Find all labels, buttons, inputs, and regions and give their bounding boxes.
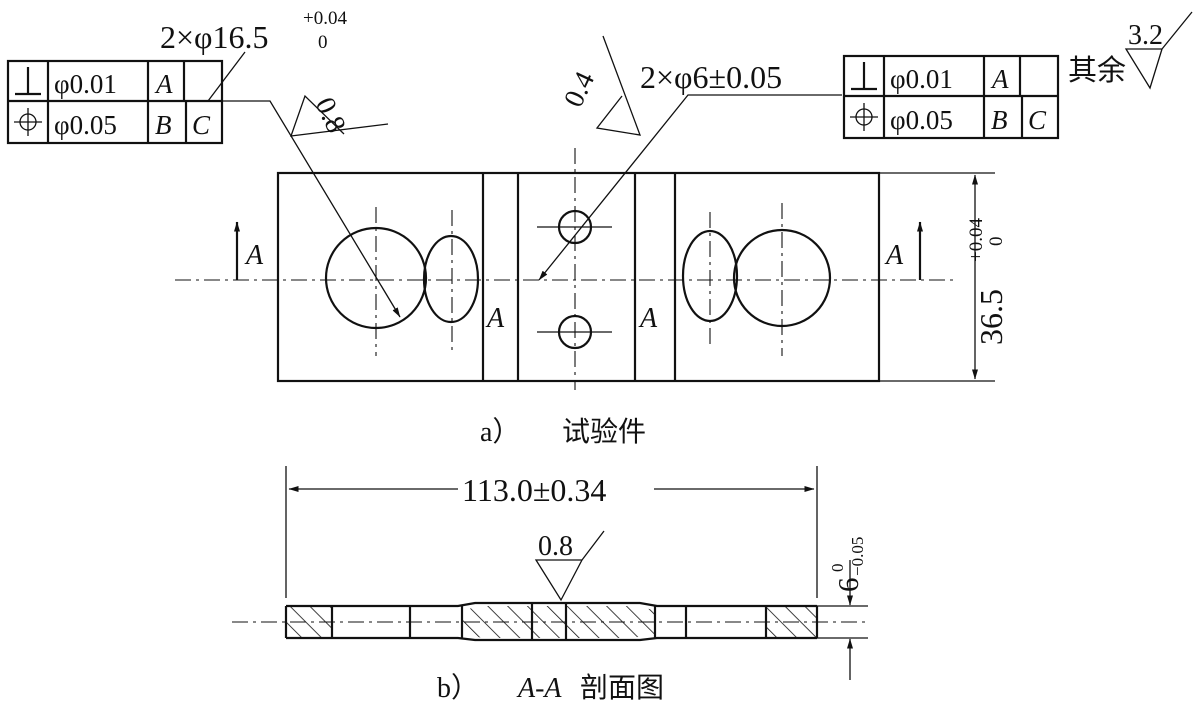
roughness-other-value: 3.2	[1128, 20, 1163, 51]
part-plan-view	[175, 148, 955, 390]
perpendicularity-icon	[851, 62, 877, 91]
section-mark-left: A	[234, 221, 264, 280]
length-dimension-text: 113.0±0.34	[462, 472, 606, 508]
roughness-symbol-section: 0.8	[534, 530, 605, 602]
caption-b-section: A-A	[516, 673, 562, 704]
perpendicularity-icon	[15, 67, 41, 96]
roughness-middle-value: 0.4	[558, 67, 601, 112]
height-dimension-base: 36.5	[973, 289, 1009, 345]
position-icon	[850, 103, 878, 131]
caption-b-prefix: b）	[437, 672, 479, 704]
height-dimension: 36.5 +0.04 0	[879, 172, 1009, 382]
gdt-right-row2-tolerance: φ0.05	[890, 105, 953, 135]
gdt-left-row2-datum-b: B	[155, 110, 172, 140]
oval-recess-left	[422, 234, 480, 324]
caption-a-title: 试验件	[562, 415, 646, 448]
gdt-frame-left: φ0.01 A φ0.05 B C	[6, 59, 224, 145]
gdt-frame-right: φ0.01 A φ0.05 B C	[842, 54, 1060, 140]
hole-small-leader	[538, 94, 842, 281]
thickness-dimension: 6 0 −0.05	[817, 537, 868, 680]
roughness-symbol-middle: 0.4	[558, 35, 642, 136]
roughness-other-label: 其余	[1068, 53, 1126, 87]
caption-a-prefix: a）	[480, 416, 520, 448]
thickness-dimension-lower: −0.05	[848, 537, 867, 576]
roughness-section-value: 0.8	[538, 531, 573, 562]
gdt-right-row1-tolerance: φ0.01	[890, 64, 953, 94]
section-letter-left: A	[244, 240, 264, 271]
thickness-dimension-base: 6	[833, 578, 865, 593]
hole-large-leader-to-frame	[207, 51, 246, 102]
height-dimension-upper: +0.04	[966, 218, 987, 262]
hole-large-prefix: 2×φ16.5	[160, 19, 269, 55]
hole-large-upper-tolerance: +0.04	[303, 8, 347, 29]
section-letter-right: A	[884, 240, 904, 271]
gdt-left-row1-tolerance: φ0.01	[54, 69, 117, 99]
hole-large-leader	[222, 100, 401, 318]
hole-large-lower-tolerance: 0	[318, 32, 328, 53]
section-letter-inner-right: A	[638, 303, 658, 334]
length-dimension: 113.0±0.34	[285, 466, 818, 598]
section-mark-right: A	[884, 221, 923, 280]
gdt-right-row1-datum: A	[990, 64, 1009, 94]
thickness-dimension-upper: 0	[828, 564, 847, 573]
roughness-symbol-general: 其余 3.2	[1068, 11, 1193, 90]
roughness-symbol-left: 0.8	[290, 93, 389, 138]
gdt-left-row1-datum: A	[154, 69, 173, 99]
section-letter-inner-left: A	[485, 303, 505, 334]
part-outline	[276, 171, 881, 383]
hole-large-dimension: 2×φ16.5 +0.04 0	[160, 8, 347, 55]
hole-small-dimension: 2×φ6±0.05	[640, 59, 782, 95]
section-view	[232, 601, 870, 642]
gdt-left-row2-tolerance: φ0.05	[54, 110, 117, 140]
roughness-left-value: 0.8	[309, 93, 352, 138]
gdt-left-row2-datum-c: C	[192, 110, 211, 140]
caption-b-title: 剖面图	[580, 671, 664, 704]
gdt-right-row2-datum-b: B	[991, 105, 1008, 135]
gdt-right-row2-datum-c: C	[1028, 105, 1047, 135]
height-dimension-lower: 0	[986, 237, 1007, 247]
position-icon	[14, 108, 42, 136]
